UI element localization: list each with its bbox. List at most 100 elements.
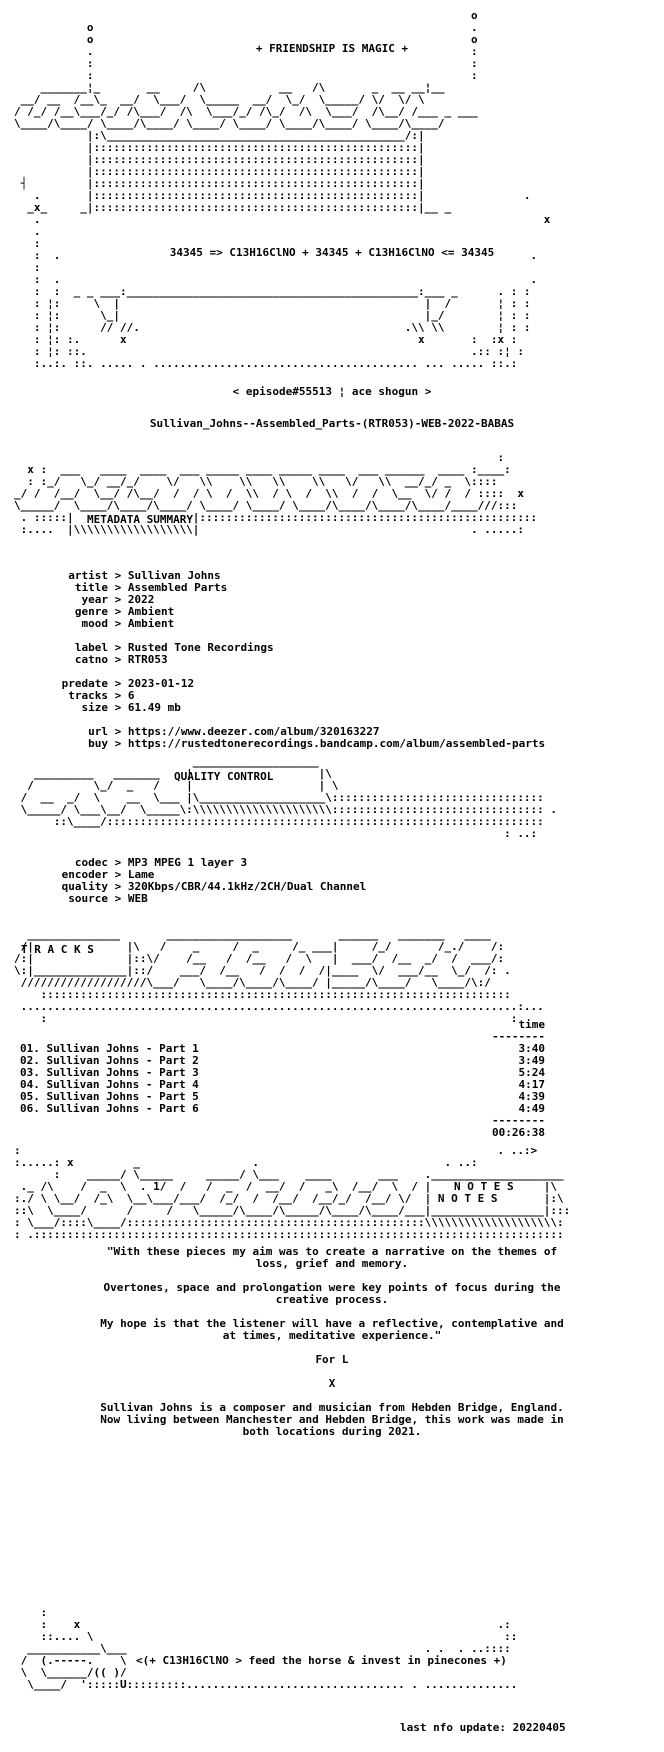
- metadata-key: year: [81, 593, 109, 606]
- track-row: 05. Sullivan Johns - Part 5 4:39: [20, 1091, 545, 1103]
- quality-row: codec > MP3 MPEG 1 layer 3: [0, 857, 366, 869]
- track-time: 3:49: [518, 1054, 546, 1067]
- metadata-buy-link[interactable]: https://rustedtonerecordings.bandcamp.co…: [127, 737, 546, 750]
- quality-value: MP3 MPEG 1 layer 3: [127, 856, 248, 869]
- metadata-value: 6: [127, 689, 135, 702]
- track-name: 02. Sullivan Johns - Part 2: [20, 1054, 199, 1067]
- track-time: 5:24: [518, 1066, 546, 1079]
- metadata-key: url: [88, 725, 108, 738]
- notes-line: loss, grief and memory.: [255, 1257, 409, 1270]
- quality-key: quality: [61, 880, 108, 893]
- track-name: 05. Sullivan Johns - Part 5: [20, 1090, 199, 1103]
- notes-line: "With these pieces my aim was to create …: [106, 1245, 558, 1258]
- metadata-heading: METADATA SUMMARY: [87, 513, 193, 526]
- footer-art: : : x .: ::.... \ :: ___________\___: [20, 1606, 518, 1691]
- quality-list: codec > MP3 MPEG 1 layer 3 encoder > Lam…: [0, 857, 367, 905]
- track-name: 06. Sullivan Johns - Part 6: [20, 1102, 199, 1115]
- metadata-row: artist > Sullivan Johns: [0, 570, 545, 582]
- metadata-list: artist > Sullivan Johns title > Assemble…: [0, 570, 545, 750]
- metadata-banner-art: : x : ___ ____ ____ ___ _____ ____ _____…: [14, 451, 538, 536]
- episode-line: < episode#55513 ¦ ace shogun >: [232, 385, 432, 398]
- notes-line: Overtones, space and prolongation were k…: [103, 1281, 561, 1294]
- header-frame-art: ┤ . . x .: [20, 177, 551, 370]
- notes-line: Now living between Manchester and Hebden…: [100, 1413, 564, 1426]
- track-time: 4:39: [518, 1090, 546, 1103]
- metadata-key: predate: [61, 677, 108, 690]
- metadata-value: 2023-01-12: [127, 677, 195, 690]
- metadata-row: label > Rusted Tone Recordings: [0, 642, 545, 654]
- metadata-value: 61.49 mb: [127, 701, 181, 714]
- metadata-row: url > https://www.deezer.com/album/32016…: [0, 726, 545, 738]
- track-name: 04. Sullivan Johns - Part 4: [20, 1078, 199, 1091]
- metadata-row: buy > https://rustedtonerecordings.bandc…: [0, 738, 545, 750]
- tracks-heading: T R A C K S: [21, 943, 94, 956]
- metadata-value: Ambient: [127, 617, 175, 630]
- metadata-value: RTR053: [127, 653, 168, 666]
- metadata-row: title > Assembled Parts: [0, 582, 545, 594]
- metadata-key: catno: [74, 653, 108, 666]
- notes-line: My hope is that the listener will have a…: [100, 1317, 564, 1330]
- track-name: 01. Sullivan Johns - Part 1: [20, 1042, 199, 1055]
- metadata-value: Sullivan Johns: [127, 569, 221, 582]
- header-ascii-art: o o . o o .: [14, 9, 478, 214]
- track-row: 06. Sullivan Johns - Part 6 4:49: [20, 1103, 545, 1115]
- metadata-row: catno > RTR053: [0, 654, 545, 666]
- track-row: 01. Sullivan Johns - Part 1 3:40: [20, 1043, 545, 1055]
- track-row: 03. Sullivan Johns - Part 3 5:24: [20, 1067, 545, 1079]
- metadata-key: mood: [81, 617, 109, 630]
- quality-key: encoder: [61, 868, 108, 881]
- metadata-value: Rusted Tone Recordings: [127, 641, 274, 654]
- divider: --------: [492, 1030, 545, 1043]
- total-time: 00:26:38: [492, 1126, 545, 1139]
- quality-value: Lame: [127, 868, 155, 881]
- metadata-row: mood > Ambient: [0, 618, 545, 630]
- metadata-value: Ambient: [127, 605, 175, 618]
- quality-row: source > WEB: [0, 893, 366, 905]
- metadata-row: year > 2022: [0, 594, 545, 606]
- notes-body: "With these pieces my aim was to create …: [0, 1246, 664, 1438]
- notes-banner-art: : . ..:> :.....: x _ . . ..: : _____/ \_…: [14, 1144, 571, 1241]
- tracklist: time -------- 01. Sullivan Johns - Part …: [20, 1019, 545, 1139]
- quality-key: codec: [74, 856, 108, 869]
- metadata-value: 2022: [127, 593, 155, 606]
- track-name: 03. Sullivan Johns - Part 3: [20, 1066, 199, 1079]
- quality-row: quality > 320Kbps/CBR/44.1kHz/2CH/Dual C…: [0, 880, 367, 893]
- formula: 34345 => C13H16ClNO + 34345 + C13H16ClNO…: [169, 246, 495, 259]
- track-time: 4:49: [518, 1102, 546, 1115]
- metadata-key: size: [81, 701, 109, 714]
- notes-line: X: [328, 1377, 336, 1390]
- metadata-key: artist: [68, 569, 108, 582]
- metadata-key: tracks: [68, 689, 108, 702]
- metadata-key: buy: [88, 737, 108, 750]
- time-header: time: [518, 1018, 546, 1031]
- track-time: 4:17: [518, 1078, 546, 1091]
- quality-row: encoder > Lame: [0, 869, 366, 881]
- footer-slogan: <(+ C13H16ClNO > feed the horse & invest…: [136, 1654, 507, 1667]
- metadata-key: title: [74, 581, 108, 594]
- tracks-banner-art: ______________ ___________________ _____…: [14, 928, 544, 1025]
- metadata-row: predate > 2023-01-12: [0, 678, 545, 690]
- metadata-row: size > 61.49 mb: [0, 702, 545, 714]
- notes-line: creative process.: [275, 1293, 389, 1306]
- metadata-key: label: [74, 641, 108, 654]
- last-update: last nfo update: 20220405: [400, 1721, 566, 1734]
- tagline: + FRIENDSHIP IS MAGIC +: [255, 42, 409, 55]
- notes-line: Sullivan Johns is a composer and musicia…: [100, 1401, 564, 1414]
- release-name: Sullivan_Johns--Assembled_Parts-(RTR053)…: [149, 417, 515, 430]
- notes-line: both locations during 2021.: [242, 1425, 422, 1438]
- notes-heading: N O T E S: [454, 1180, 514, 1193]
- quality-banner-art: ___________________ _________ _______ | …: [20, 755, 558, 840]
- metadata-key: genre: [74, 605, 108, 618]
- track-time: 3:40: [518, 1042, 546, 1055]
- quality-value: WEB: [127, 892, 148, 905]
- divider: --------: [492, 1114, 545, 1127]
- metadata-row: tracks > 6: [0, 690, 545, 702]
- track-row: 02. Sullivan Johns - Part 2 3:49: [20, 1055, 545, 1067]
- track-row: 04. Sullivan Johns - Part 4 4:17: [20, 1079, 545, 1091]
- metadata-row: genre > Ambient: [0, 606, 545, 618]
- quality-key: source: [68, 892, 108, 905]
- quality-heading: QUALITY CONTROL: [174, 770, 274, 783]
- notes-line: For L: [315, 1353, 349, 1366]
- metadata-url-link[interactable]: https://www.deezer.com/album/320163227: [127, 725, 380, 738]
